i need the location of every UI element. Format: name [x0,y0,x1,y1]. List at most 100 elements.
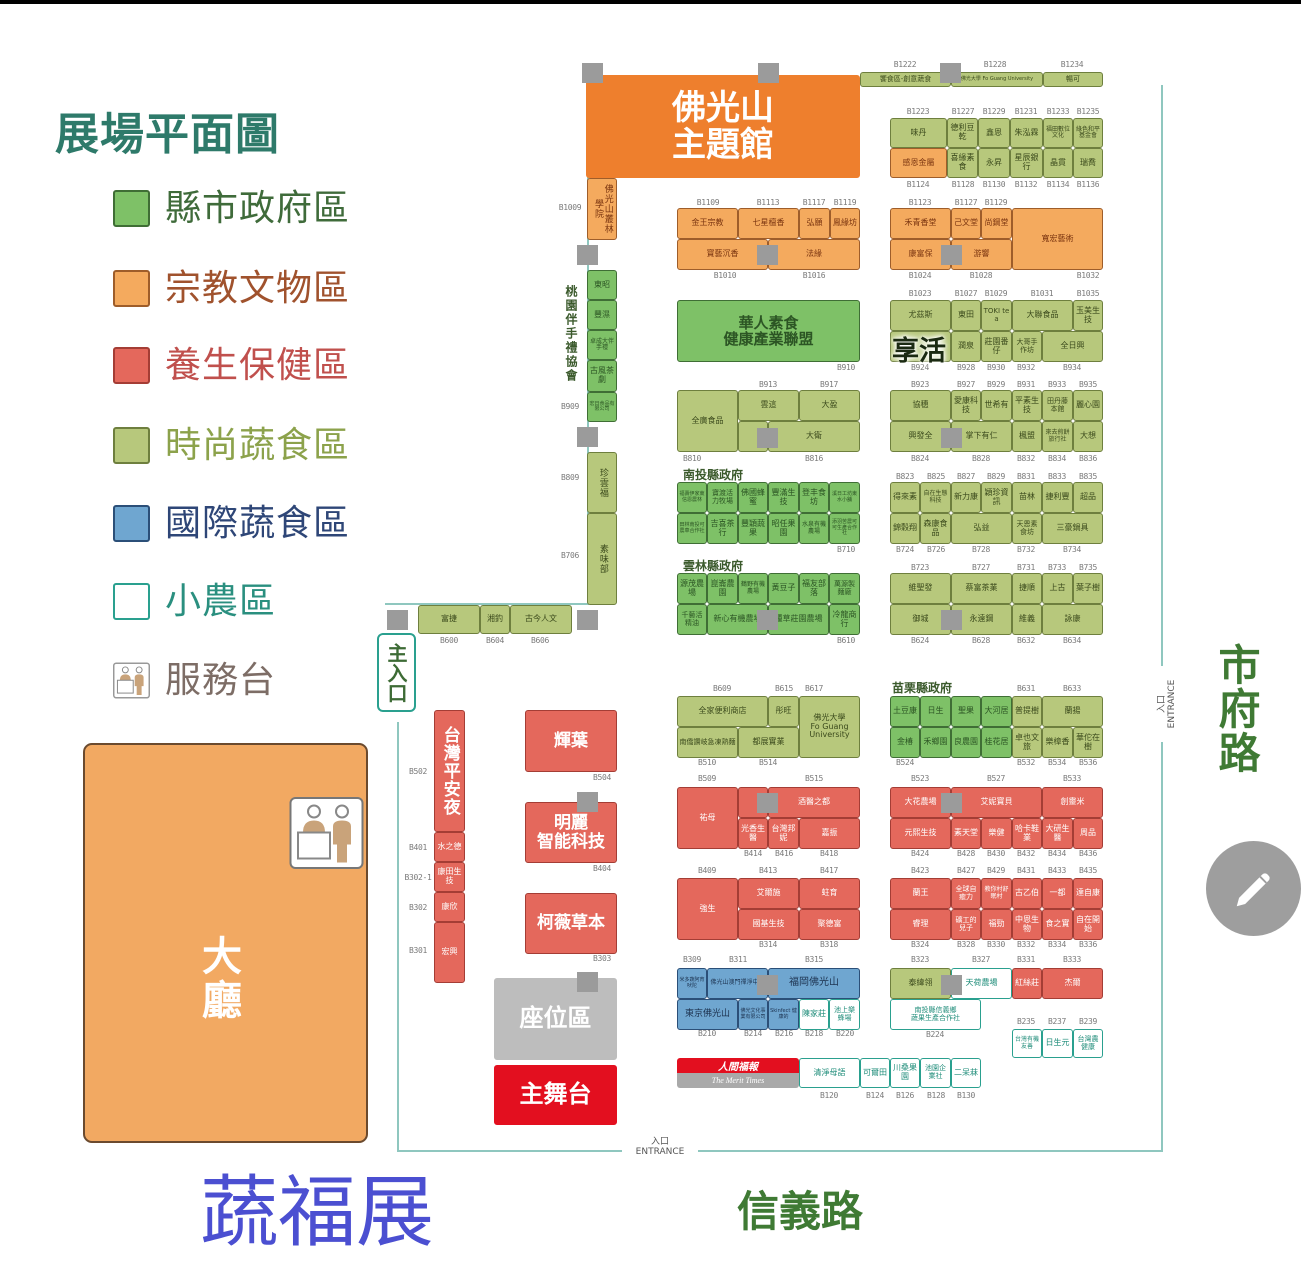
edit-button[interactable] [1206,841,1301,936]
booth: 聚德富 [799,909,860,940]
booth: 田丹藤本館 [1042,390,1073,421]
booth-code: B633 [1062,684,1082,693]
booth-code: B1228 [983,60,1007,69]
booth-name: 大花農場 [904,797,937,807]
booth: 國基生技 [738,909,799,940]
booth: 鳳緣坊 [830,208,860,239]
service-desk-icon [289,797,364,869]
booth-code: B610 [836,636,856,645]
booth-name: 捷利豐 [1045,492,1070,502]
booth-code: B829 [986,472,1006,481]
venue-wall-left [397,722,399,1152]
booth-name: 素味部 [597,544,608,574]
booth: 來去煎餅旅行社 [1042,421,1073,452]
booth-name: 佛光大學 Fo Guang University [809,713,850,740]
booth-name: 弘益 [973,523,990,533]
booth-code: B929 [986,380,1006,389]
booth: 睿理 [890,909,951,940]
booth-name: 喜緣素食 [950,153,975,171]
booth: 創靈米 [1042,787,1103,818]
booth-code: B1035 [1076,289,1100,298]
booth: 超品 [1073,482,1103,513]
booth-name: 陳家莊 [802,1009,826,1019]
booth-code: B1132 [1014,180,1038,189]
booth-name: 台灣農健康 [1077,1034,1099,1051]
booth-code: B1229 [982,107,1006,116]
booth: 豐濕 [587,300,617,330]
road-label-south: 信義路 [737,1187,864,1236]
booth: 晶貫 [1043,148,1073,178]
booth: 福岡佛光山 [768,968,860,999]
booth-code: B1029 [984,289,1008,298]
booth: 豐穎蔬果 [738,513,768,544]
booth-name: 寶渡活力牧場 [712,488,733,505]
booth: 平素生技 [1012,390,1042,421]
booth-code: B216 [774,1029,794,1038]
booth-name: 明麗 智能科技 [537,813,605,852]
booth: 聖果 [951,696,981,727]
pillar [941,975,962,995]
pillar [757,793,778,813]
booth-code: B1123 [908,198,932,207]
booth-name: 玉美生技 [1076,305,1100,324]
booth-name: 寬宏藝術 [1041,233,1074,243]
booth-code: B509 [697,774,717,783]
booth: 源茂農場 [677,573,707,604]
booth: 一都 [1042,878,1073,909]
booth-code: B218 [804,1029,824,1038]
booth-name: 中恩生物 [1015,914,1039,933]
booth: 嘉振 [799,818,860,849]
booth-code: B401 [408,843,428,852]
booth-code: B710 [836,545,856,554]
booth-code: B130 [956,1091,976,1100]
booth: 朱泓霖 [1010,118,1043,148]
booth-code: B1027 [954,289,978,298]
booth-code: B1010 [713,271,737,280]
booth-code: B237 [1047,1017,1067,1026]
booth-code: B924 [910,363,930,372]
booth-name: 清淨母語 [813,1067,846,1077]
legend-item-religion: 宗教文物區 [113,270,350,307]
pillar [757,610,778,630]
legend-label: 縣市政府區 [165,188,351,229]
entrance-bottom: 入口 ENTRANCE [622,1137,698,1157]
booth-name: 佛光大學 Fo Guang University [960,75,1034,82]
booth-name: 良農園 [954,737,978,747]
legend-item-service: 服務台 [113,662,276,699]
booth: 中恩生物 [1012,909,1042,940]
booth-name: 得來素 [893,492,917,502]
booth-code: B834 [1047,454,1067,463]
booth: 苗林 [1012,482,1042,513]
booth-code: B510 [697,758,717,767]
booth-code: B433 [1047,866,1067,875]
booth-name: 柯薇草本 [537,913,605,934]
entrance-right: 入口 ENTRANCE [1157,666,1177,742]
booth: 周品 [1073,818,1103,849]
booth-code: B302-1 [404,873,432,882]
booth-name: 桂花居 [984,737,1009,747]
booth-name: 南投縣信義鄉 蔬果生產合作社 [911,1005,960,1022]
booth-name: 德利豆乾 [950,123,975,141]
booth: 紅絲莊 [1012,968,1042,999]
booth-name: 福壽伊家東信恩農林 [679,491,705,503]
booth: 樂健 [981,818,1012,849]
booth-code: B416 [774,849,794,858]
booth-code: B728 [971,545,991,554]
overlay-label-xianghuo: 享活 [892,336,946,367]
booth-code: B527 [986,774,1006,783]
venue-wall-bottom-left [397,1150,622,1152]
booth-code: B302 [408,903,428,912]
booth-code: B727 [971,563,991,572]
legend-title: 展場平面圖 [55,109,280,160]
booth-code: B324 [910,940,930,949]
booth-code: B913 [758,380,778,389]
booth: 古今人文 [510,605,572,634]
legend-label: 服務台 [165,660,277,701]
booth-code: B931 [1016,380,1036,389]
booth: 都展實業 [738,727,799,758]
booth: 麗心園 [1073,390,1103,421]
booth-name: 池園企業社 [925,1064,946,1080]
booth-name: 全家便利商店 [698,706,747,716]
booth: 暢可 [1043,72,1103,87]
legend-item-farm: 小農區 [113,583,276,620]
